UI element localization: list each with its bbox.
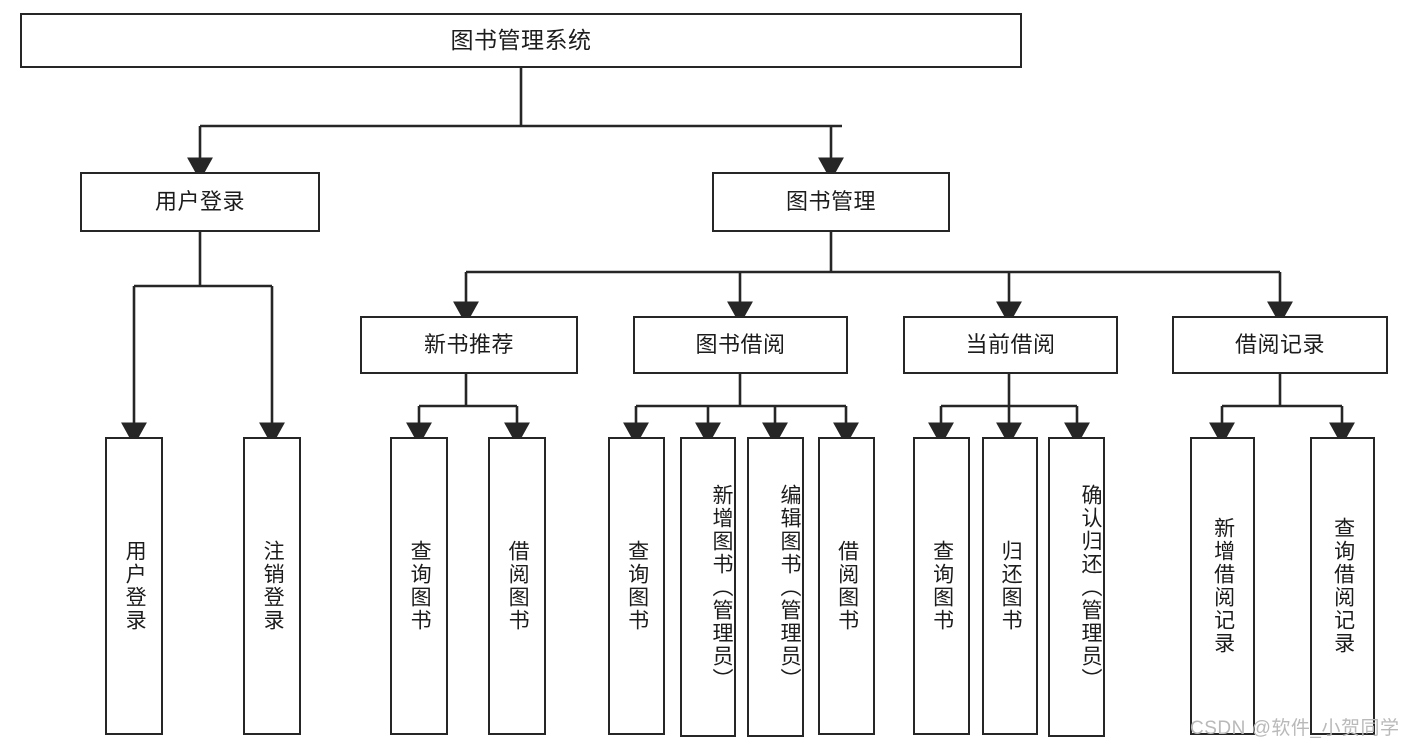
node-leaf-query-book-1[interactable]: 查询图书 bbox=[390, 437, 448, 735]
node-current-borrow[interactable]: 当前借阅 bbox=[903, 316, 1118, 374]
node-leaf-logout[interactable]: 注销登录 bbox=[243, 437, 301, 735]
node-root[interactable]: 图书管理系统 bbox=[20, 13, 1022, 68]
node-leaf-add-book-admin[interactable]: 新增图书（管理员） bbox=[680, 437, 736, 737]
node-leaf-add-borrow-record[interactable]: 新增借阅记录 bbox=[1190, 437, 1255, 735]
csdn-watermark: CSDN @软件_小贺同学 bbox=[1190, 718, 1400, 739]
node-leaf-query-borrow-record[interactable]: 查询借阅记录 bbox=[1310, 437, 1375, 735]
node-leaf-confirm-return-admin[interactable]: 确认归还（管理员） bbox=[1048, 437, 1105, 737]
node-book-management[interactable]: 图书管理 bbox=[712, 172, 950, 232]
node-new-book-recommend[interactable]: 新书推荐 bbox=[360, 316, 578, 374]
node-leaf-return-book[interactable]: 归还图书 bbox=[982, 437, 1038, 735]
node-leaf-query-book-2[interactable]: 查询图书 bbox=[608, 437, 665, 735]
node-leaf-borrow-book-2[interactable]: 借阅图书 bbox=[818, 437, 875, 735]
node-borrow-record[interactable]: 借阅记录 bbox=[1172, 316, 1388, 374]
node-book-borrow[interactable]: 图书借阅 bbox=[633, 316, 848, 374]
node-leaf-user-login[interactable]: 用户登录 bbox=[105, 437, 163, 735]
node-leaf-borrow-book-1[interactable]: 借阅图书 bbox=[488, 437, 546, 735]
node-leaf-query-book-3[interactable]: 查询图书 bbox=[913, 437, 970, 735]
node-leaf-edit-book-admin[interactable]: 编辑图书（管理员） bbox=[747, 437, 804, 737]
node-user-login[interactable]: 用户登录 bbox=[80, 172, 320, 232]
